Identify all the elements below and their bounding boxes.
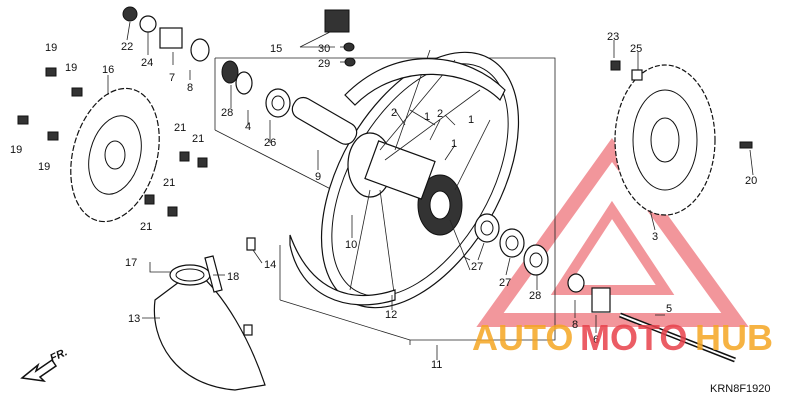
callout-19: 19 [45,42,57,54]
watermark-logo [476,138,749,327]
callout-10: 10 [345,239,357,251]
callout-18: 18 [227,271,239,283]
front-direction-arrow: FR. [20,346,69,383]
tire [153,237,266,391]
callout-1: 1 [424,111,430,123]
callout-15: 15 [270,43,282,55]
leader-lines [107,21,754,360]
callout-27: 27 [499,277,511,289]
callout-4: 4 [245,121,251,133]
callout-29: 29 [318,58,330,70]
driven-sprocket [614,64,716,216]
callout-14: 14 [264,259,276,271]
axle-components [122,6,736,363]
callout-19: 19 [10,144,22,156]
callout-19: 19 [38,161,50,173]
callout-7: 7 [169,72,175,84]
callout-5: 5 [666,303,672,315]
callout-22: 22 [121,41,133,53]
rim-band [289,58,506,306]
callout-21: 21 [192,133,204,145]
callout-28: 28 [221,107,233,119]
callout-3: 3 [652,231,658,243]
callout-17: 17 [125,257,137,269]
watermark-part3: HUB [695,317,773,358]
callout-27: 27 [471,261,483,273]
callout-19: 19 [65,62,77,74]
callout-9: 9 [315,171,321,183]
callout-21: 21 [163,177,175,189]
diagram-code: KRN8F1920 [710,383,771,395]
callout-30: 30 [318,43,330,55]
callout-2: 2 [391,107,397,119]
brake-disc [70,87,160,223]
callout-28: 28 [529,290,541,302]
watermark-part2: MOTO [580,317,687,358]
wheel-rim [320,49,520,309]
callout-13: 13 [128,313,140,325]
fasteners [17,9,753,217]
callout-20: 20 [745,175,757,187]
callout-labels: 1 1 1 2 2 3 4 5 6 7 8 8 9 10 11 12 13 14… [10,31,757,371]
callout-24: 24 [141,57,153,69]
callout-2: 2 [437,108,443,120]
callout-1: 1 [451,138,457,150]
watermark-text: AUTO MOTO HUB [472,317,773,358]
callout-21: 21 [174,122,186,134]
callout-11: 11 [431,359,442,371]
callout-25: 25 [630,43,642,55]
callout-1: 1 [468,114,474,126]
callout-23: 23 [607,31,619,43]
callout-21: 21 [140,221,152,233]
callout-16: 16 [102,64,114,76]
callout-8: 8 [572,319,578,331]
direction-label: FR. [48,346,69,364]
callout-26: 26 [264,137,276,149]
callout-12: 12 [385,309,397,321]
watermark-part1: AUTO [472,317,573,358]
callout-8: 8 [187,82,193,94]
callout-6: 6 [593,334,599,346]
